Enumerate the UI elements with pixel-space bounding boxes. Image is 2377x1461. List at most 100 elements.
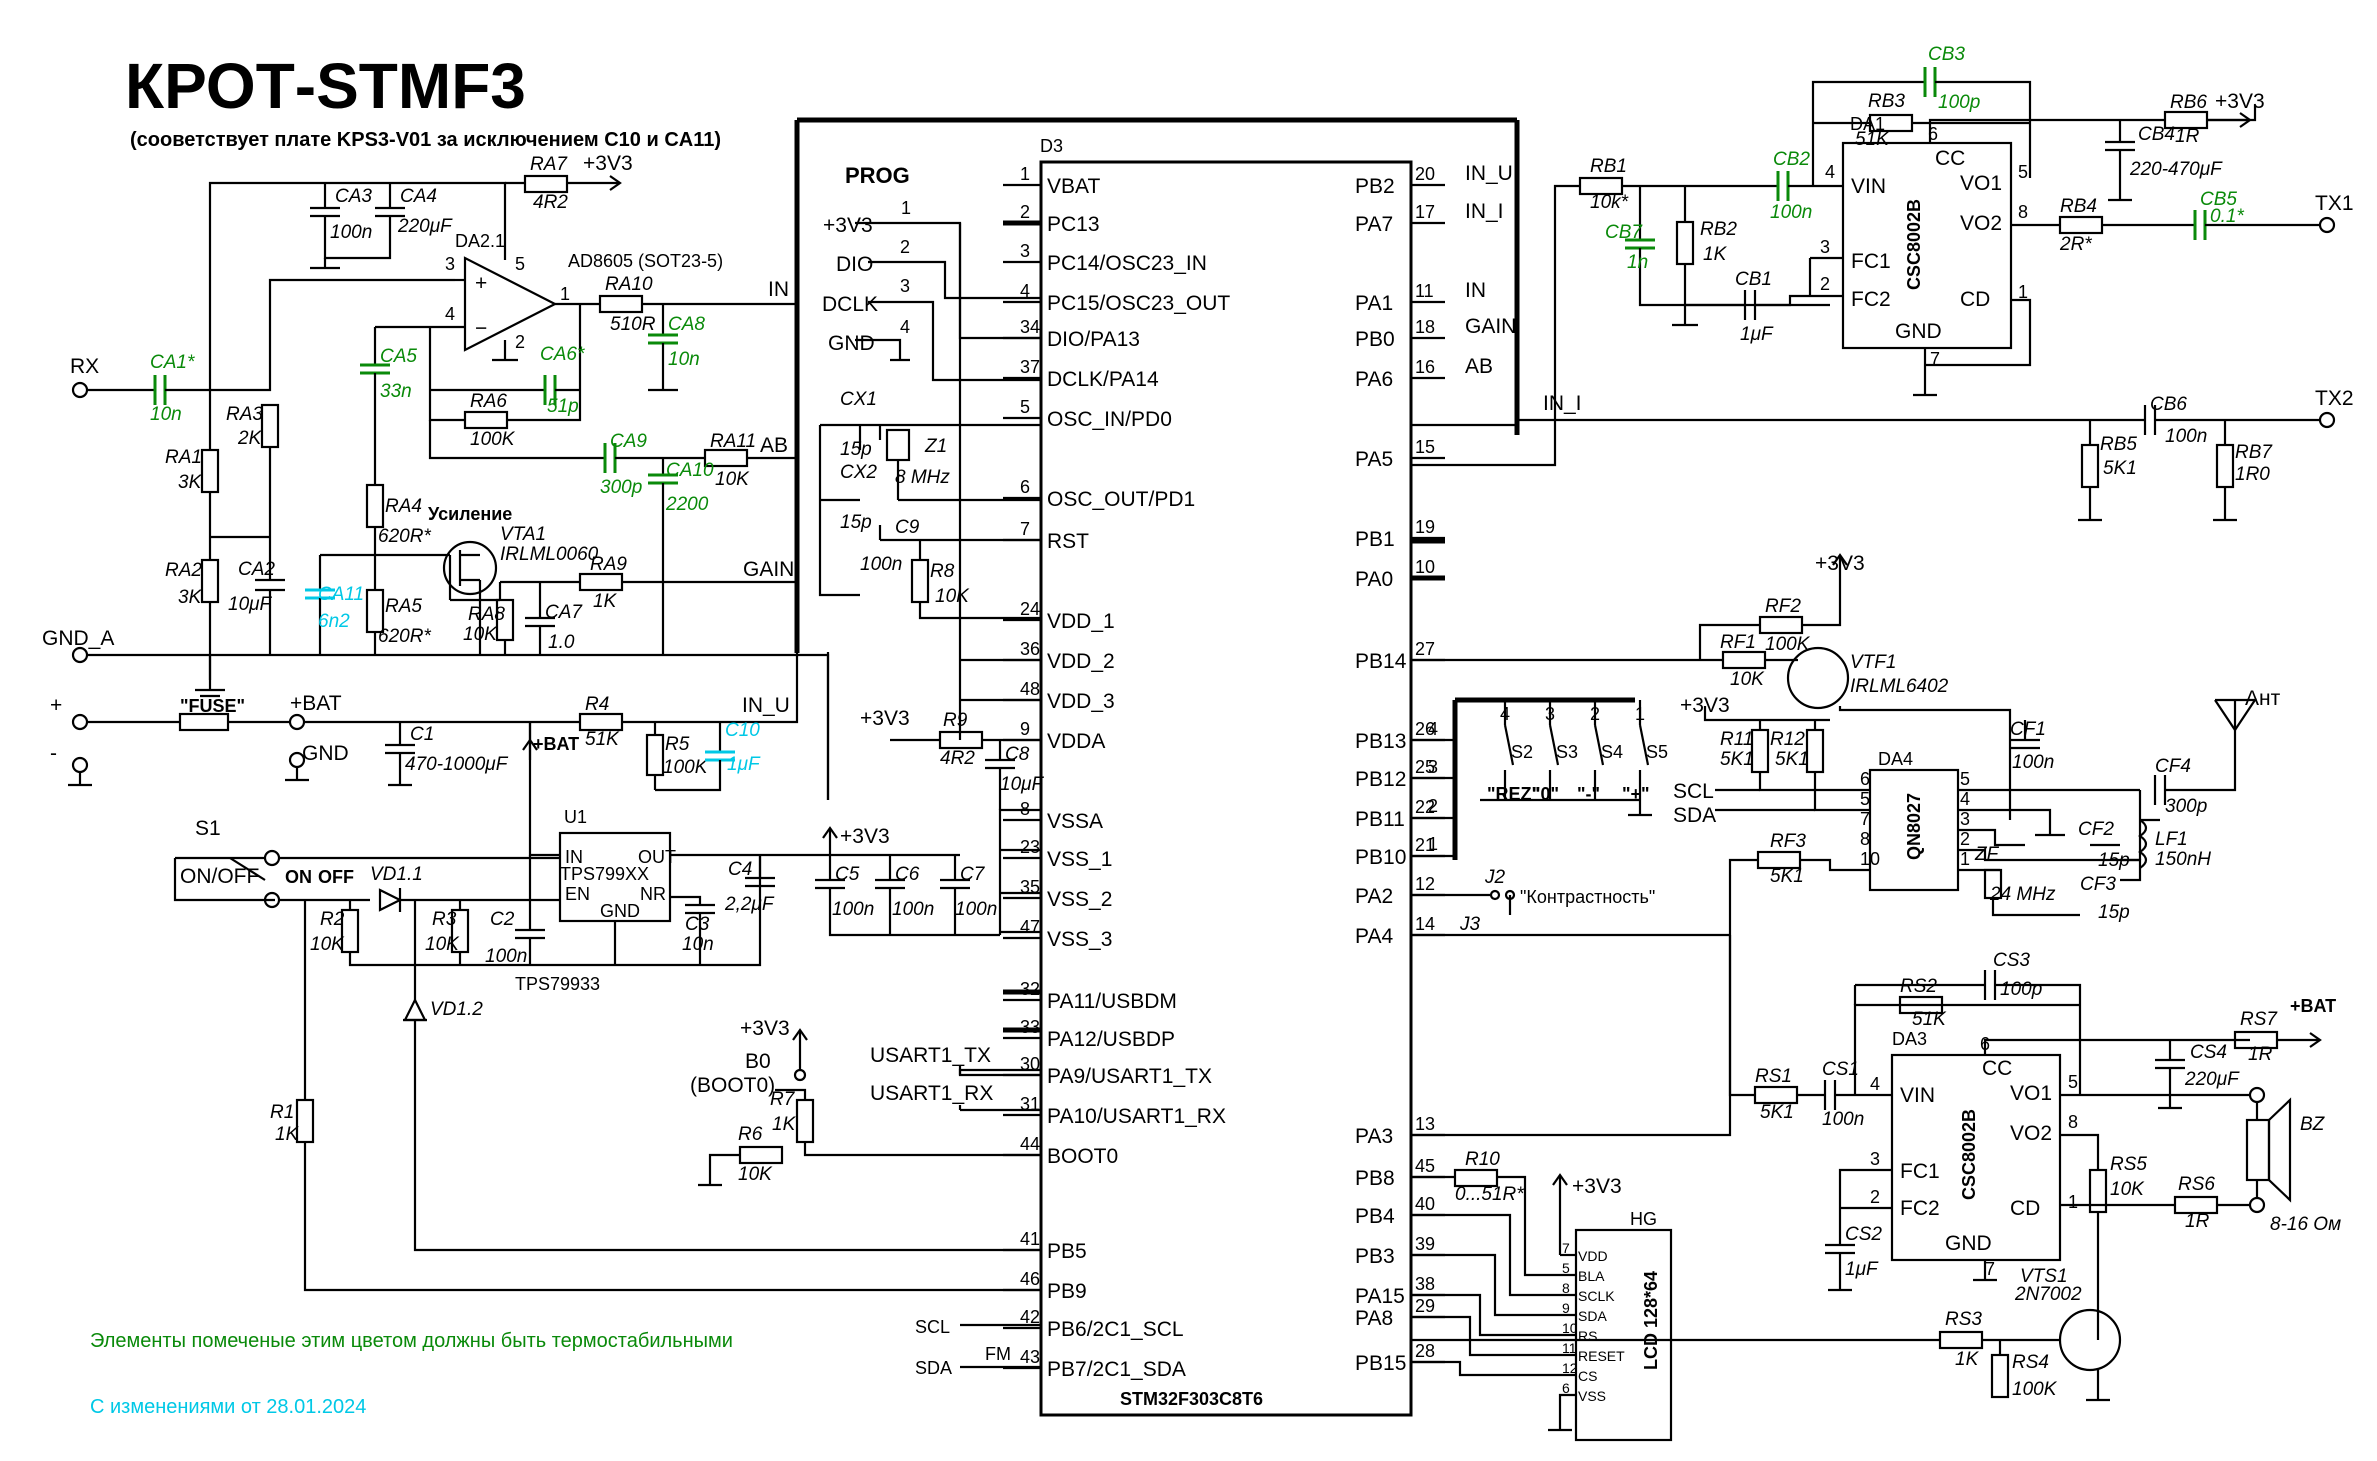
svg-text:SCLK: SCLK xyxy=(1578,1288,1615,1304)
tx1-terminal[interactable] xyxy=(2318,216,2336,234)
svg-text:CA9: CA9 xyxy=(610,431,647,452)
svg-text:10n: 10n xyxy=(682,934,714,955)
svg-text:220μF: 220μF xyxy=(2184,1069,2240,1090)
svg-text:+3V3: +3V3 xyxy=(740,1017,790,1040)
svg-text:2K: 2K xyxy=(237,428,263,449)
svg-text:5K1: 5K1 xyxy=(1760,1102,1794,1123)
svg-text:CSC8002B: CSC8002B xyxy=(1904,199,1924,290)
svg-text:(BOOT0): (BOOT0) xyxy=(690,1074,775,1097)
lcd-hg: HG LCD 128*64 VDD7BLA5SCLK8SDA9RS10RESET… xyxy=(1411,1149,1673,1442)
svg-text:DA4: DA4 xyxy=(1878,749,1913,769)
svg-text:1: 1 xyxy=(560,284,570,304)
svg-text:FC1: FC1 xyxy=(1851,250,1891,273)
svg-text:C10: C10 xyxy=(725,720,760,741)
svg-text:+: + xyxy=(50,694,62,717)
svg-text:7: 7 xyxy=(1930,349,1940,369)
svg-text:RF3: RF3 xyxy=(1770,831,1806,852)
mcu-pin-net: AB xyxy=(1465,355,1493,378)
mcu-pin-num: 45 xyxy=(1415,1156,1435,1176)
svg-text:U1: U1 xyxy=(564,807,587,827)
svg-text:VTA1: VTA1 xyxy=(500,524,546,545)
svg-text:100n: 100n xyxy=(955,899,997,920)
gnd-a-terminal[interactable] xyxy=(71,646,89,664)
button-s5[interactable] xyxy=(1638,724,1650,766)
svg-text:24 MHz: 24 MHz xyxy=(1989,884,2056,905)
svg-text:1K: 1K xyxy=(593,591,618,612)
svg-text:CD: CD xyxy=(2010,1197,2040,1220)
svg-text:CF4: CF4 xyxy=(2155,756,2191,777)
button-s3[interactable] xyxy=(1548,724,1560,766)
mcu-pin-num: 38 xyxy=(1415,1274,1435,1294)
svg-text:100n: 100n xyxy=(1770,202,1812,223)
svg-text:VO2: VO2 xyxy=(2010,1122,2052,1145)
svg-text:RA4: RA4 xyxy=(385,496,422,517)
svg-text:C7: C7 xyxy=(960,864,986,885)
plus-terminal[interactable] xyxy=(71,713,89,731)
svg-text:RESET: RESET xyxy=(1578,1348,1625,1364)
mcu-pin-name: PB9 xyxy=(1047,1280,1087,1303)
mcu-pin-name: PB11 xyxy=(1355,808,1405,831)
mcu-pin-num: 44 xyxy=(1020,1134,1040,1154)
svg-text:1.0: 1.0 xyxy=(548,632,575,653)
svg-text:RS5: RS5 xyxy=(2110,1154,2147,1175)
mcu-pin-num: 3 xyxy=(1020,241,1030,261)
svg-text:CC: CC xyxy=(1982,1057,2012,1080)
svg-text:CC: CC xyxy=(1935,147,1965,170)
button-s2[interactable] xyxy=(1503,724,1515,766)
mcu-pin-num: 10 xyxy=(1415,557,1435,577)
svg-text:1μF: 1μF xyxy=(727,754,761,775)
prog-dclk-label: DCLK xyxy=(822,293,878,316)
minus-terminal[interactable] xyxy=(71,756,89,774)
svg-text:C5: C5 xyxy=(835,864,860,885)
svg-text:1: 1 xyxy=(2018,282,2028,302)
svg-text:CB1: CB1 xyxy=(1735,269,1772,290)
svg-text:RB4: RB4 xyxy=(2060,196,2097,217)
mcu-pin-num: 33 xyxy=(1020,1017,1040,1037)
mcu-pin-num: 18 xyxy=(1415,317,1435,337)
mcu-support: CX1 15p Z1 8 MHz CX2 15p C9 100n R8 10K … xyxy=(818,223,1045,810)
mcu-pin-name: PA8 xyxy=(1355,1307,1393,1330)
svg-text:3: 3 xyxy=(1960,809,1970,829)
svg-text:SDA: SDA xyxy=(915,1358,952,1378)
svg-text:+3V3: +3V3 xyxy=(2215,90,2265,113)
rx-terminal[interactable] xyxy=(71,381,89,399)
svg-text:100n: 100n xyxy=(485,946,527,967)
prog-3v3-label: +3V3 xyxy=(823,214,873,237)
mcu-pin-name: PC14/OSC23_IN xyxy=(1047,252,1207,275)
svg-text:51K: 51K xyxy=(1912,1009,1947,1030)
mcu-pin-name: VDD_3 xyxy=(1047,690,1115,713)
svg-text:SCL: SCL xyxy=(915,1317,950,1337)
tx2-terminal[interactable] xyxy=(2318,411,2336,429)
svg-text:AD8605 (SOT23-5): AD8605 (SOT23-5) xyxy=(568,251,723,271)
svg-text:1: 1 xyxy=(901,198,911,218)
svg-text:R1: R1 xyxy=(270,1102,294,1123)
svg-text:RF1: RF1 xyxy=(1720,632,1756,653)
button-s4[interactable] xyxy=(1593,724,1605,766)
svg-text:100K: 100K xyxy=(1765,634,1811,655)
switch-s1[interactable] xyxy=(173,858,275,902)
svg-text:C2: C2 xyxy=(490,909,515,930)
svg-text:RB1: RB1 xyxy=(1590,156,1627,177)
svg-text:4: 4 xyxy=(1428,719,1438,739)
mcu-left-io: +3V3 B0 (BOOT0) R7 1K R6 10K USART1_TX U… xyxy=(690,1017,1041,1378)
mcu-pin-num: 2 xyxy=(1020,202,1030,222)
svg-text:S4: S4 xyxy=(1601,742,1623,762)
mcu-pin-num: 29 xyxy=(1415,1296,1435,1316)
svg-text:2: 2 xyxy=(1820,274,1830,294)
svg-text:10: 10 xyxy=(1562,1320,1578,1336)
svg-text:1R: 1R xyxy=(2185,1211,2210,1232)
svg-text:SDA: SDA xyxy=(1578,1308,1607,1324)
svg-text:+3V3: +3V3 xyxy=(860,707,910,730)
svg-text:6: 6 xyxy=(1928,124,1938,144)
mcu-pin-name: OSC_IN/PD0 xyxy=(1047,408,1172,431)
svg-text:8: 8 xyxy=(1562,1280,1570,1296)
jumpers: J2 "Контрастность" J3 xyxy=(1411,867,1755,1097)
svg-text:S2: S2 xyxy=(1511,742,1533,762)
svg-text:CB2: CB2 xyxy=(1773,149,1810,170)
svg-text:IN_I: IN_I xyxy=(1543,392,1582,415)
svg-text:5: 5 xyxy=(1960,769,1970,789)
mcu-pin-name: PA5 xyxy=(1355,448,1393,471)
svg-text:S5: S5 xyxy=(1646,742,1668,762)
svg-text:2200: 2200 xyxy=(665,494,709,515)
